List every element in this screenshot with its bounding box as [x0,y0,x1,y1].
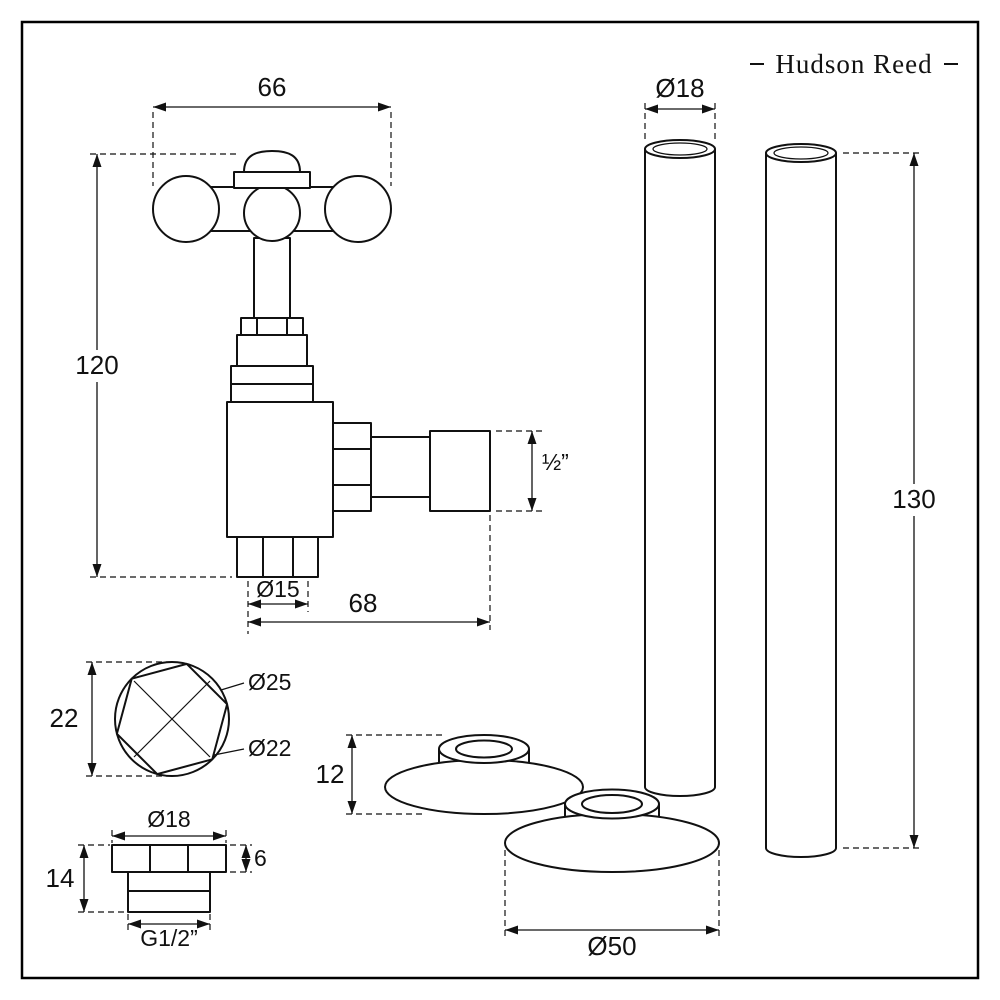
handle-right-lobe [324,175,392,243]
nut-hexagon [115,662,229,776]
dim-collar-diameter-label: Ø50 [587,931,636,961]
adapter-hex-head [111,844,227,873]
collar-1 [384,734,584,815]
dim-collar-diameter: Ø50 [504,850,720,961]
dim-valve-width-label: 66 [258,72,287,102]
union-tail [370,436,431,498]
collar-2-hole [581,794,643,814]
dim-valve-depth: 68 [248,515,491,630]
dim-adapter-thread: G1/2” [127,914,211,951]
handle-center-boss [243,184,301,242]
dim-pipe-length-label: 130 [892,484,935,514]
dim-valve-height: 120 [71,153,238,578]
handle-cap-base [233,171,311,189]
dim-adapter-head-height: 6 [230,844,267,873]
collar-1-base [384,759,584,815]
dim-adapter-total-height-label: 14 [46,863,75,893]
handle-cap-dome [243,150,301,173]
handle-left-lobe [152,175,220,243]
dim-collar-height: 12 [316,734,442,815]
dim-collar-height-label: 12 [316,759,345,789]
inlet-nut [236,536,319,578]
union-nut [332,422,372,512]
pipe-2 [765,143,837,858]
dim-valve-width: 66 [152,72,392,186]
valve-handle [152,150,392,319]
dim-outlet-size-label: ½” [542,449,569,475]
brand-logo: Hudson Reed [750,49,958,79]
valve-spindle [253,237,291,319]
dim-adapter-diameter: Ø18 [111,806,227,843]
drawing-border [20,20,980,980]
valve-body [226,317,491,578]
dim-adapter-thread-label: G1/2” [140,925,198,951]
collar-2 [504,788,720,873]
dim-inlet-diameter: Ø15 [247,576,309,634]
adapter-fitting-drawing: Ø18 6 14 G1/2” [46,806,267,951]
brand-name: Hudson Reed [775,49,932,79]
dim-outlet-size: ½” [496,430,569,512]
nut-inner-diameter-label: Ø22 [248,735,291,761]
collar-2-base [504,813,720,873]
pipes-drawing: Ø18 130 [644,73,942,858]
outlet-stub [429,430,491,512]
nut-outer-diameter-label: Ø25 [248,669,291,695]
dim-adapter-head-height-label: 6 [254,845,267,871]
dim-valve-height-label: 120 [75,350,118,380]
dim-adapter-total-height: 14 [46,844,126,913]
pipe-1 [644,139,716,797]
valve-body-block [226,401,334,538]
nut-top-view: Ø25 Ø22 22 [50,661,291,777]
dim-valve-depth-label: 68 [349,588,378,618]
collars-drawing: 12 Ø50 [316,734,720,961]
dim-pipe-length: 130 [843,152,942,849]
dim-inlet-diameter-label: Ø15 [256,576,299,602]
collar-1-hole [455,739,513,759]
valve-drawing: 66 120 ½” Ø15 68 [71,72,569,634]
dim-pipe-diameter-label: Ø18 [655,73,704,103]
dim-adapter-diameter-label: Ø18 [147,806,190,832]
dim-pipe-diameter: Ø18 [644,73,716,141]
dim-nut-across-flats: 22 [50,661,172,777]
dim-nut-across-flats-label: 22 [50,703,79,733]
